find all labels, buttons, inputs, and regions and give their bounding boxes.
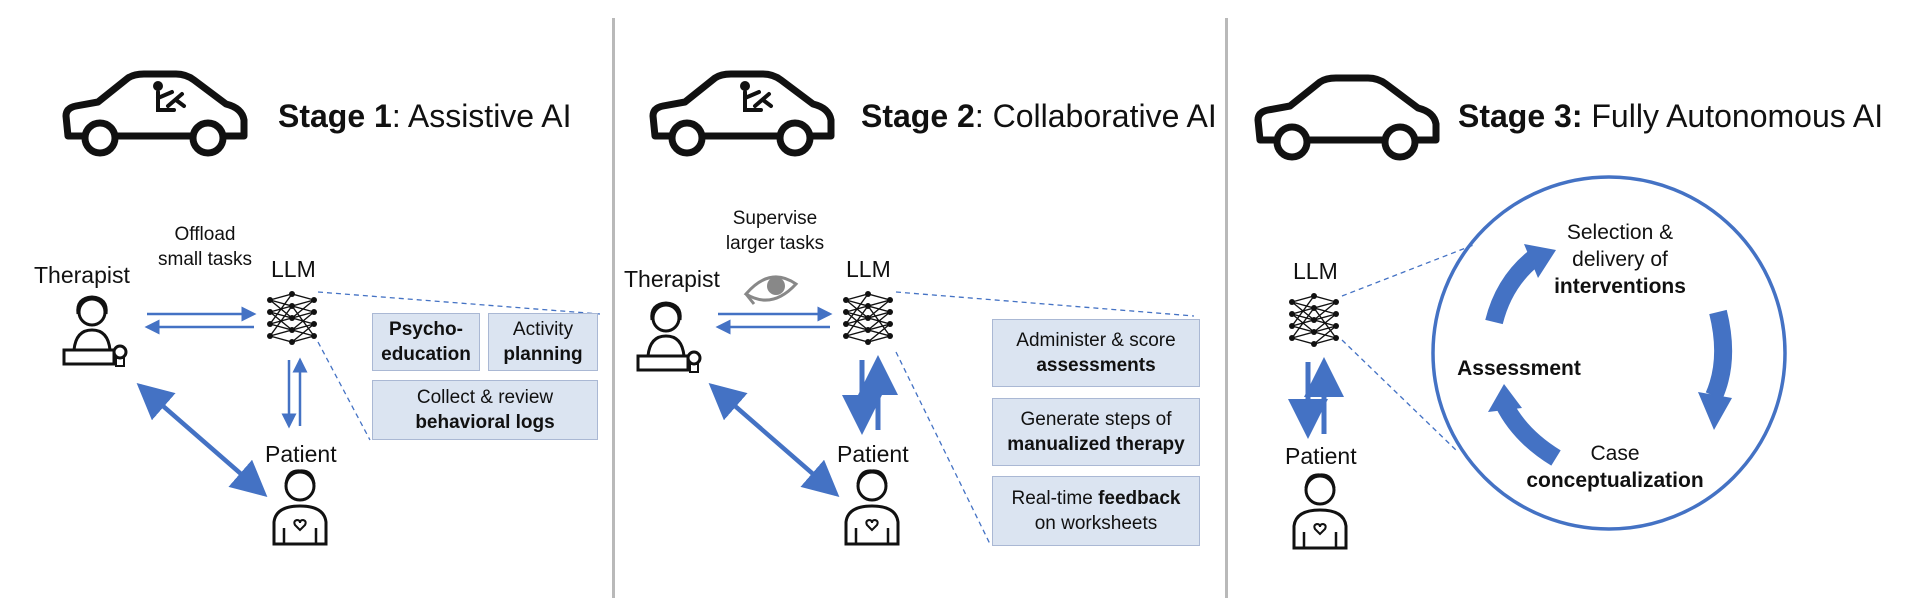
stage-2-patient-icon <box>844 469 900 546</box>
task-box-worksheet-feedback: Real-time feedback on worksheets <box>992 476 1200 546</box>
therapist-patient-arrow <box>136 383 268 497</box>
cycle-step-interventions: Selection & delivery of interventions <box>1554 221 1686 298</box>
stage-3-llm-label: LLM <box>1293 258 1338 284</box>
stage-2-llm-network-icon <box>843 291 893 345</box>
stage-3-llm-network-icon <box>1289 293 1339 347</box>
stage-1-title: Stage 1: Assistive AI <box>278 98 572 134</box>
stage-1-patient-label: Patient <box>265 441 337 467</box>
stage-2-therapist-label: Therapist <box>624 266 720 292</box>
stage-1-llm-network-icon <box>267 291 317 345</box>
therapy-cycle-circle <box>1431 175 1787 531</box>
stage-divider-1 <box>612 18 615 598</box>
stage-3-patient-label: Patient <box>1285 443 1357 469</box>
therapist-icon <box>62 295 128 367</box>
stage-2-title: Stage 2: Collaborative AI <box>861 98 1217 134</box>
stage-divider-2 <box>1225 18 1228 598</box>
stage-1-therapist-label: Therapist <box>34 262 130 288</box>
stage-2-connectors <box>708 291 1195 545</box>
cycle-arrow-case-to-assessment <box>1495 399 1561 466</box>
task-box-psychoeducation: Psycho-education <box>372 313 480 371</box>
cycle-step-case-conceptualization: Case conceptualization <box>1526 442 1704 492</box>
cycle-step-assessment: Assessment <box>1457 357 1581 380</box>
therapist-icon <box>636 301 702 373</box>
therapist-patient-arrow <box>708 383 840 497</box>
stage-3-title: Stage 3: Fully Autonomous AI <box>1458 98 1884 134</box>
car-with-driver-icon <box>62 70 248 157</box>
eye-icon <box>743 275 799 305</box>
stage-1-llm-label: LLM <box>271 256 316 282</box>
car-empty-icon <box>1254 74 1440 161</box>
stage-1-patient-icon <box>272 469 328 546</box>
car-with-driver-icon <box>649 70 835 157</box>
stage-2-llm-label: LLM <box>846 256 891 282</box>
stage-2-patient-label: Patient <box>837 441 909 467</box>
stage-1-connectors <box>136 291 601 497</box>
stage-3-patient-icon <box>1292 473 1348 550</box>
cycle-arrow-interventions-to-case <box>1705 309 1733 400</box>
cycle-arrow-assessment-to-interventions <box>1485 250 1540 325</box>
